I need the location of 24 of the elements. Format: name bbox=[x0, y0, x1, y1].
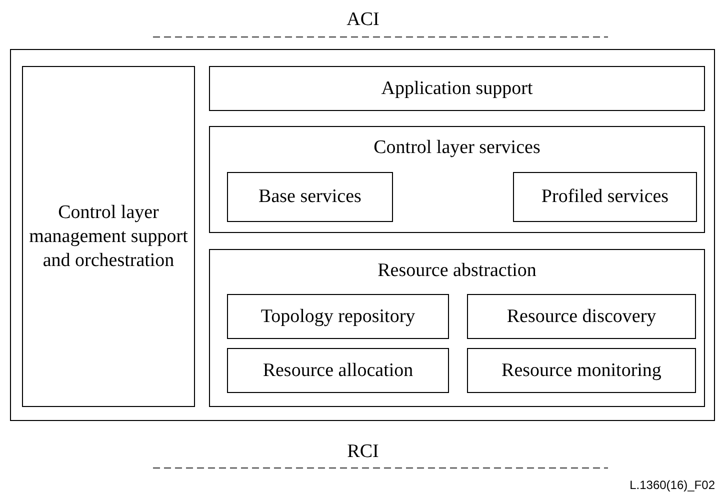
component-box bbox=[227, 172, 393, 222]
group-title: Resource abstraction bbox=[376, 259, 538, 283]
component-box bbox=[513, 172, 697, 222]
figure-id: L.1360(16)_F02 bbox=[630, 478, 715, 492]
interface-label: RCI bbox=[346, 440, 380, 464]
component-label: Resource discovery bbox=[506, 304, 658, 328]
component-label: Control layer management support and orchestration bbox=[28, 200, 189, 272]
component-label: Topology repository bbox=[260, 304, 416, 328]
component-label: Profiled services bbox=[540, 185, 670, 209]
group-box bbox=[10, 49, 715, 421]
component-label: Application support bbox=[380, 76, 534, 100]
group-box bbox=[209, 126, 705, 233]
component-label: Resource monitoring bbox=[500, 358, 662, 382]
component-box bbox=[227, 348, 449, 393]
component-box bbox=[467, 348, 696, 393]
interface-label: ACI bbox=[346, 8, 380, 32]
group-box bbox=[209, 249, 705, 407]
component-box bbox=[209, 66, 705, 111]
component-box bbox=[467, 294, 696, 339]
component-label: Resource allocation bbox=[262, 358, 414, 382]
component-box bbox=[22, 66, 195, 407]
component-box bbox=[227, 294, 449, 339]
group-title: Control layer services bbox=[372, 136, 542, 160]
component-label: Base services bbox=[258, 185, 362, 209]
